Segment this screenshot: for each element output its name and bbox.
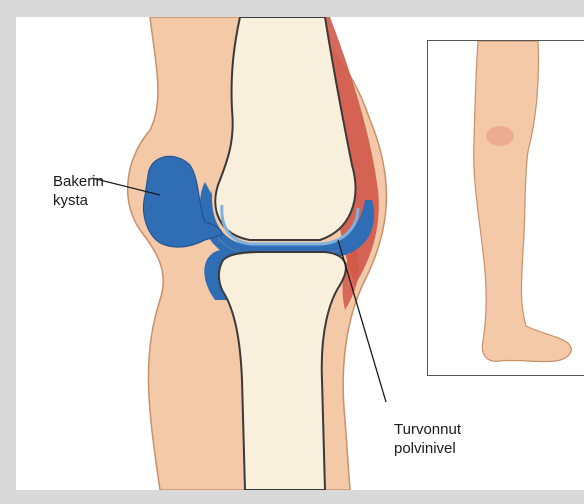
leg-outline [474, 41, 572, 362]
leg-illustration [428, 41, 584, 376]
leg-inset-panel [427, 40, 584, 376]
diagram-panel: Bakerin kysta Turvonnut polvinivel [16, 17, 584, 490]
knee-swelling [486, 126, 514, 146]
baker-cyst-label: Bakerin kysta [53, 172, 104, 210]
swollen-knee-label: Turvonnut polvinivel [394, 420, 461, 458]
